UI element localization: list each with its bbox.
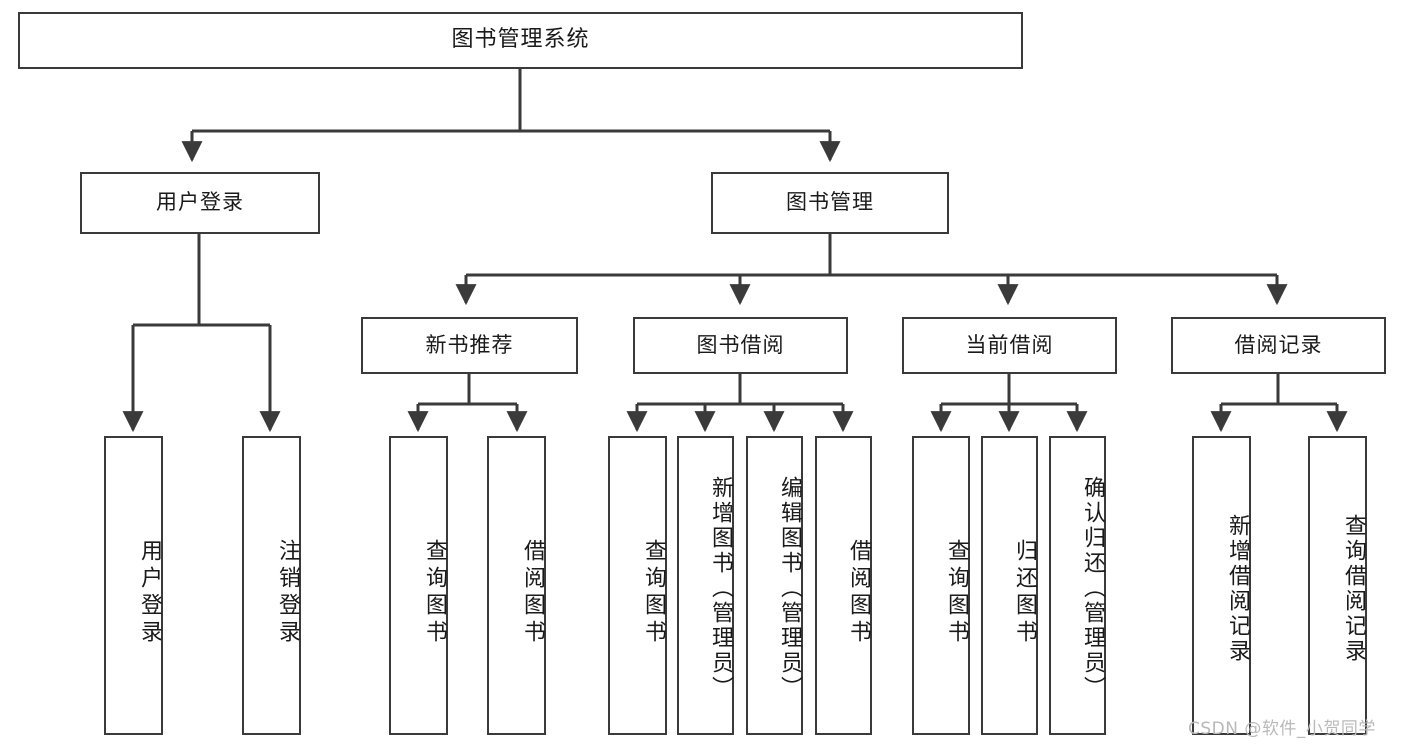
node-label: 查询图书 — [944, 538, 969, 647]
node-label: 用户登录 — [137, 538, 162, 647]
node-label: 确认归还（管理员） — [1080, 476, 1105, 701]
node-label: 注销登录 — [275, 538, 300, 647]
leaf-logout-login[interactable]: 注销登录 — [242, 436, 301, 735]
leaf-user-login[interactable]: 用户登录 — [104, 436, 163, 735]
node-label: 查询图书 — [641, 538, 666, 647]
node-label: 借阅图书 — [520, 538, 545, 647]
node-book-management[interactable]: 图书管理 — [711, 172, 949, 234]
leaf-borrow-book-borrow[interactable]: 借阅图书 — [815, 436, 872, 735]
leaf-query-book-borrow[interactable]: 查询图书 — [608, 436, 667, 735]
node-book-borrow[interactable]: 图书借阅 — [633, 317, 848, 374]
node-label: 查询借阅记录 — [1341, 513, 1366, 664]
leaf-edit-book-admin[interactable]: 编辑图书（管理员） — [746, 436, 803, 735]
node-borrow-record[interactable]: 借阅记录 — [1171, 317, 1386, 374]
node-label: 新增借阅记录 — [1225, 513, 1250, 664]
node-label: 查询图书 — [422, 538, 447, 647]
node-label: 图书管理系统 — [451, 27, 590, 53]
node-root-book-management-system[interactable]: 图书管理系统 — [18, 12, 1023, 69]
node-label: 用户登录 — [156, 190, 244, 215]
leaf-return-book[interactable]: 归还图书 — [981, 436, 1038, 735]
node-label: 借阅图书 — [846, 538, 871, 647]
leaf-borrow-book-new-recommend[interactable]: 借阅图书 — [487, 436, 546, 735]
node-user-login[interactable]: 用户登录 — [80, 172, 320, 234]
node-label: 借阅记录 — [1234, 332, 1323, 357]
leaf-add-book-admin[interactable]: 新增图书（管理员） — [677, 436, 734, 735]
node-label: 归还图书 — [1012, 538, 1037, 647]
node-label: 图书管理 — [786, 190, 874, 215]
leaf-add-borrow-record[interactable]: 新增借阅记录 — [1192, 436, 1251, 735]
node-label: 当前借阅 — [965, 332, 1054, 357]
node-new-book-recommend[interactable]: 新书推荐 — [361, 317, 578, 374]
leaf-query-book-current[interactable]: 查询图书 — [912, 436, 970, 735]
csdn-watermark: CSDN @软件_小贺同学 — [1188, 719, 1376, 739]
node-current-borrow[interactable]: 当前借阅 — [902, 317, 1117, 374]
node-label: 图书借阅 — [696, 332, 785, 357]
leaf-confirm-return-admin[interactable]: 确认归还（管理员） — [1049, 436, 1106, 735]
node-label: 编辑图书（管理员） — [777, 476, 802, 701]
leaf-query-borrow-record[interactable]: 查询借阅记录 — [1308, 436, 1367, 735]
leaf-query-book-new-recommend[interactable]: 查询图书 — [389, 436, 448, 735]
node-label: 新增图书（管理员） — [708, 476, 733, 701]
node-label: 新书推荐 — [425, 332, 514, 357]
